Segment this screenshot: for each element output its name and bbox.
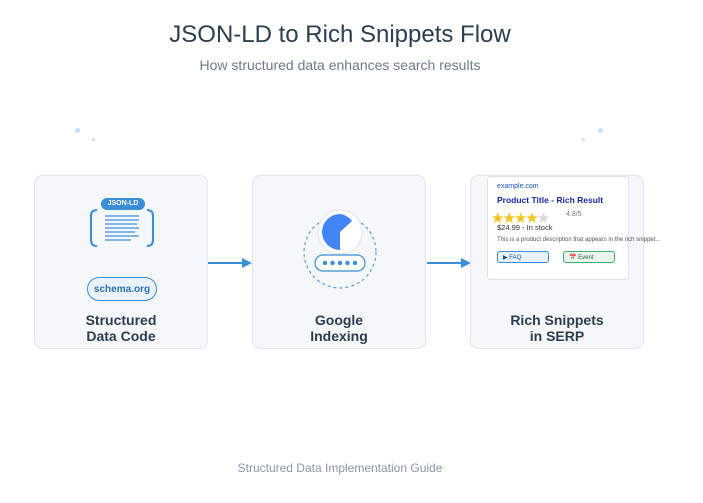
- google-index-icon: [303, 209, 377, 289]
- step-google-indexing-card: Google Indexing: [252, 175, 426, 349]
- decorative-dot: [582, 138, 585, 141]
- snippet-title: Product Title - Rich Result: [497, 195, 604, 205]
- document-icon: [90, 209, 154, 247]
- rich-result-snippet: example.com Product Title - Rich Result …: [487, 176, 660, 280]
- decorative-dot: [75, 128, 80, 133]
- faq-chip: ▶ FAQ: [497, 251, 549, 263]
- diagram-footer: Structured Data Implementation Guide: [237, 461, 443, 475]
- diagram-title: JSON-LD to Rich Snippets Flow: [169, 21, 511, 48]
- flow-arrow: [427, 258, 471, 268]
- step-label: Google Indexing: [310, 312, 368, 344]
- snippet-rating: 4.8/5: [566, 211, 582, 218]
- step-label: Rich Snippets in SERP: [510, 312, 604, 344]
- step-structured-data-card: JSON-LD schema.org Structured Data Code: [34, 175, 208, 349]
- step-label: Structured Data Code: [85, 312, 157, 344]
- jsonld-badge: JSON-LD: [101, 198, 145, 210]
- decorative-dot: [598, 128, 603, 133]
- flow-arrow: [208, 258, 252, 268]
- decorative-dot: [92, 138, 95, 141]
- snippet-price: $24.99 - In stock: [497, 223, 553, 232]
- snippet-url: example.com: [497, 183, 539, 190]
- step-rich-snippets-card: example.com Product Title - Rich Result …: [470, 175, 660, 349]
- event-chip: 📅 Event: [563, 251, 615, 263]
- diagram-subtitle: How structured data enhances search resu…: [199, 57, 481, 73]
- schema-org-tag: schema.org: [87, 277, 157, 301]
- snippet-description: This is a product description that appea…: [497, 237, 661, 243]
- rating-stars-icon: ★★★★★: [491, 210, 550, 227]
